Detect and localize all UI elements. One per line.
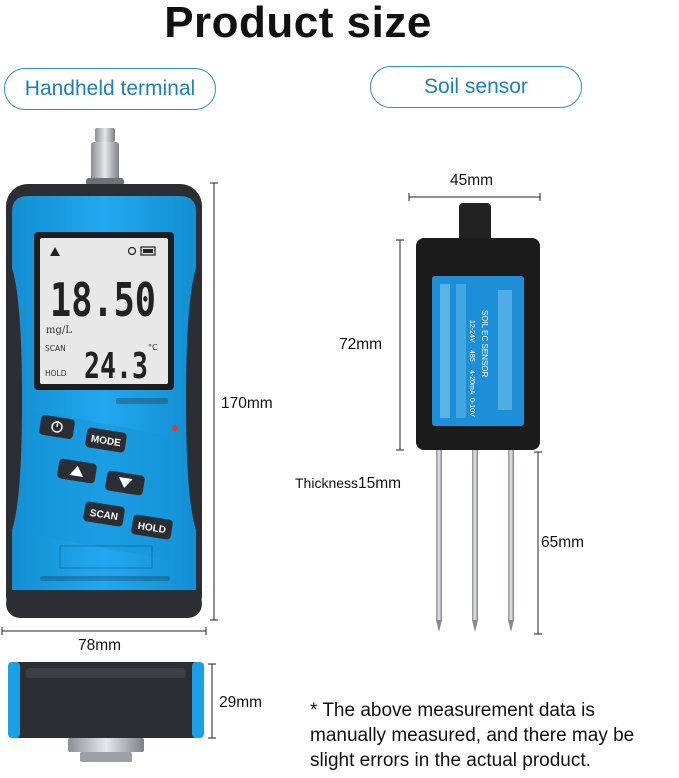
lcd-temp-value: 24.3 (84, 346, 148, 387)
lcd-temp-unit: °C (148, 343, 158, 352)
battery-level (143, 249, 153, 253)
lcd-screen (40, 238, 168, 384)
sensor-probes (436, 450, 514, 632)
measurement-note: * The above measurement data is manually… (310, 700, 635, 771)
probe-middle (472, 450, 478, 620)
terminal-dimension-lines (1, 182, 218, 739)
sensor-dimension-lines (396, 193, 542, 635)
sensor-label-485: 485 (468, 350, 475, 362)
sensor-label-voltage: 12-24V (468, 320, 475, 343)
lcd-hold-label: HOLD (45, 369, 67, 378)
lcd-main-value: 18.50 (50, 273, 156, 327)
connector-cap (95, 128, 115, 142)
decal-box (59, 545, 153, 569)
lcd-unit: mg/L (46, 325, 72, 336)
logo-blur (116, 398, 168, 404)
hold-button[interactable]: HOLD (131, 514, 174, 540)
terminal-height-label: 170mm (221, 395, 273, 412)
sensor-cable-gland (459, 203, 491, 243)
probe-length-label: 65mm (541, 534, 585, 551)
sensor-label-panel (432, 276, 524, 426)
thickness-value: 15mm (358, 475, 402, 492)
probe-right (508, 450, 514, 620)
handheld-terminal: 18.50 mg/L SCAN HOLD 24.3 °C MODE (6, 128, 202, 618)
sensor-label-volt-out: 0-10V (468, 398, 475, 417)
up-button[interactable] (57, 458, 98, 484)
lcd-scan-label: SCAN (45, 344, 66, 353)
terminal-side-view (8, 662, 204, 762)
bulb-icon (127, 246, 137, 256)
arrow-up-icon (69, 466, 84, 478)
warning-icon (50, 247, 60, 256)
scan-button-label: SCAN (89, 508, 119, 523)
power-button[interactable] (39, 414, 76, 439)
power-led (172, 425, 178, 431)
sensor-height-label: 72mm (339, 336, 383, 353)
sensor-width-label: 45mm (450, 172, 494, 189)
battery-icon (140, 246, 156, 256)
page-title: Product size (164, 0, 432, 47)
mode-button[interactable]: MODE (85, 427, 128, 453)
hold-button-label: HOLD (137, 521, 167, 536)
handheld-terminal-label: Handheld terminal (4, 68, 216, 110)
decal-text-blur (40, 576, 170, 581)
terminal-bottom (6, 590, 202, 618)
connector-body (91, 142, 119, 180)
mode-button-label: MODE (90, 434, 122, 450)
sensor-label-text: SOIL EC SENSOR (480, 310, 489, 378)
sensor-label-ma: 4-20mA (468, 370, 475, 395)
arrow-down-icon (118, 476, 133, 488)
probe-left (436, 450, 442, 620)
soil-sensor: SOIL EC SENSOR 12-24V 485 4-20mA 0-10V (416, 203, 540, 632)
terminal-width-label: 78mm (78, 637, 122, 654)
terminal-depth-label: 29mm (219, 694, 263, 711)
scan-button[interactable]: SCAN (83, 501, 126, 527)
thickness-word: Thickness (295, 475, 359, 491)
sensor-thickness-label: Thickness15mm (295, 475, 401, 493)
soil-sensor-label: Soil sensor (370, 66, 582, 108)
down-button[interactable] (105, 470, 146, 496)
